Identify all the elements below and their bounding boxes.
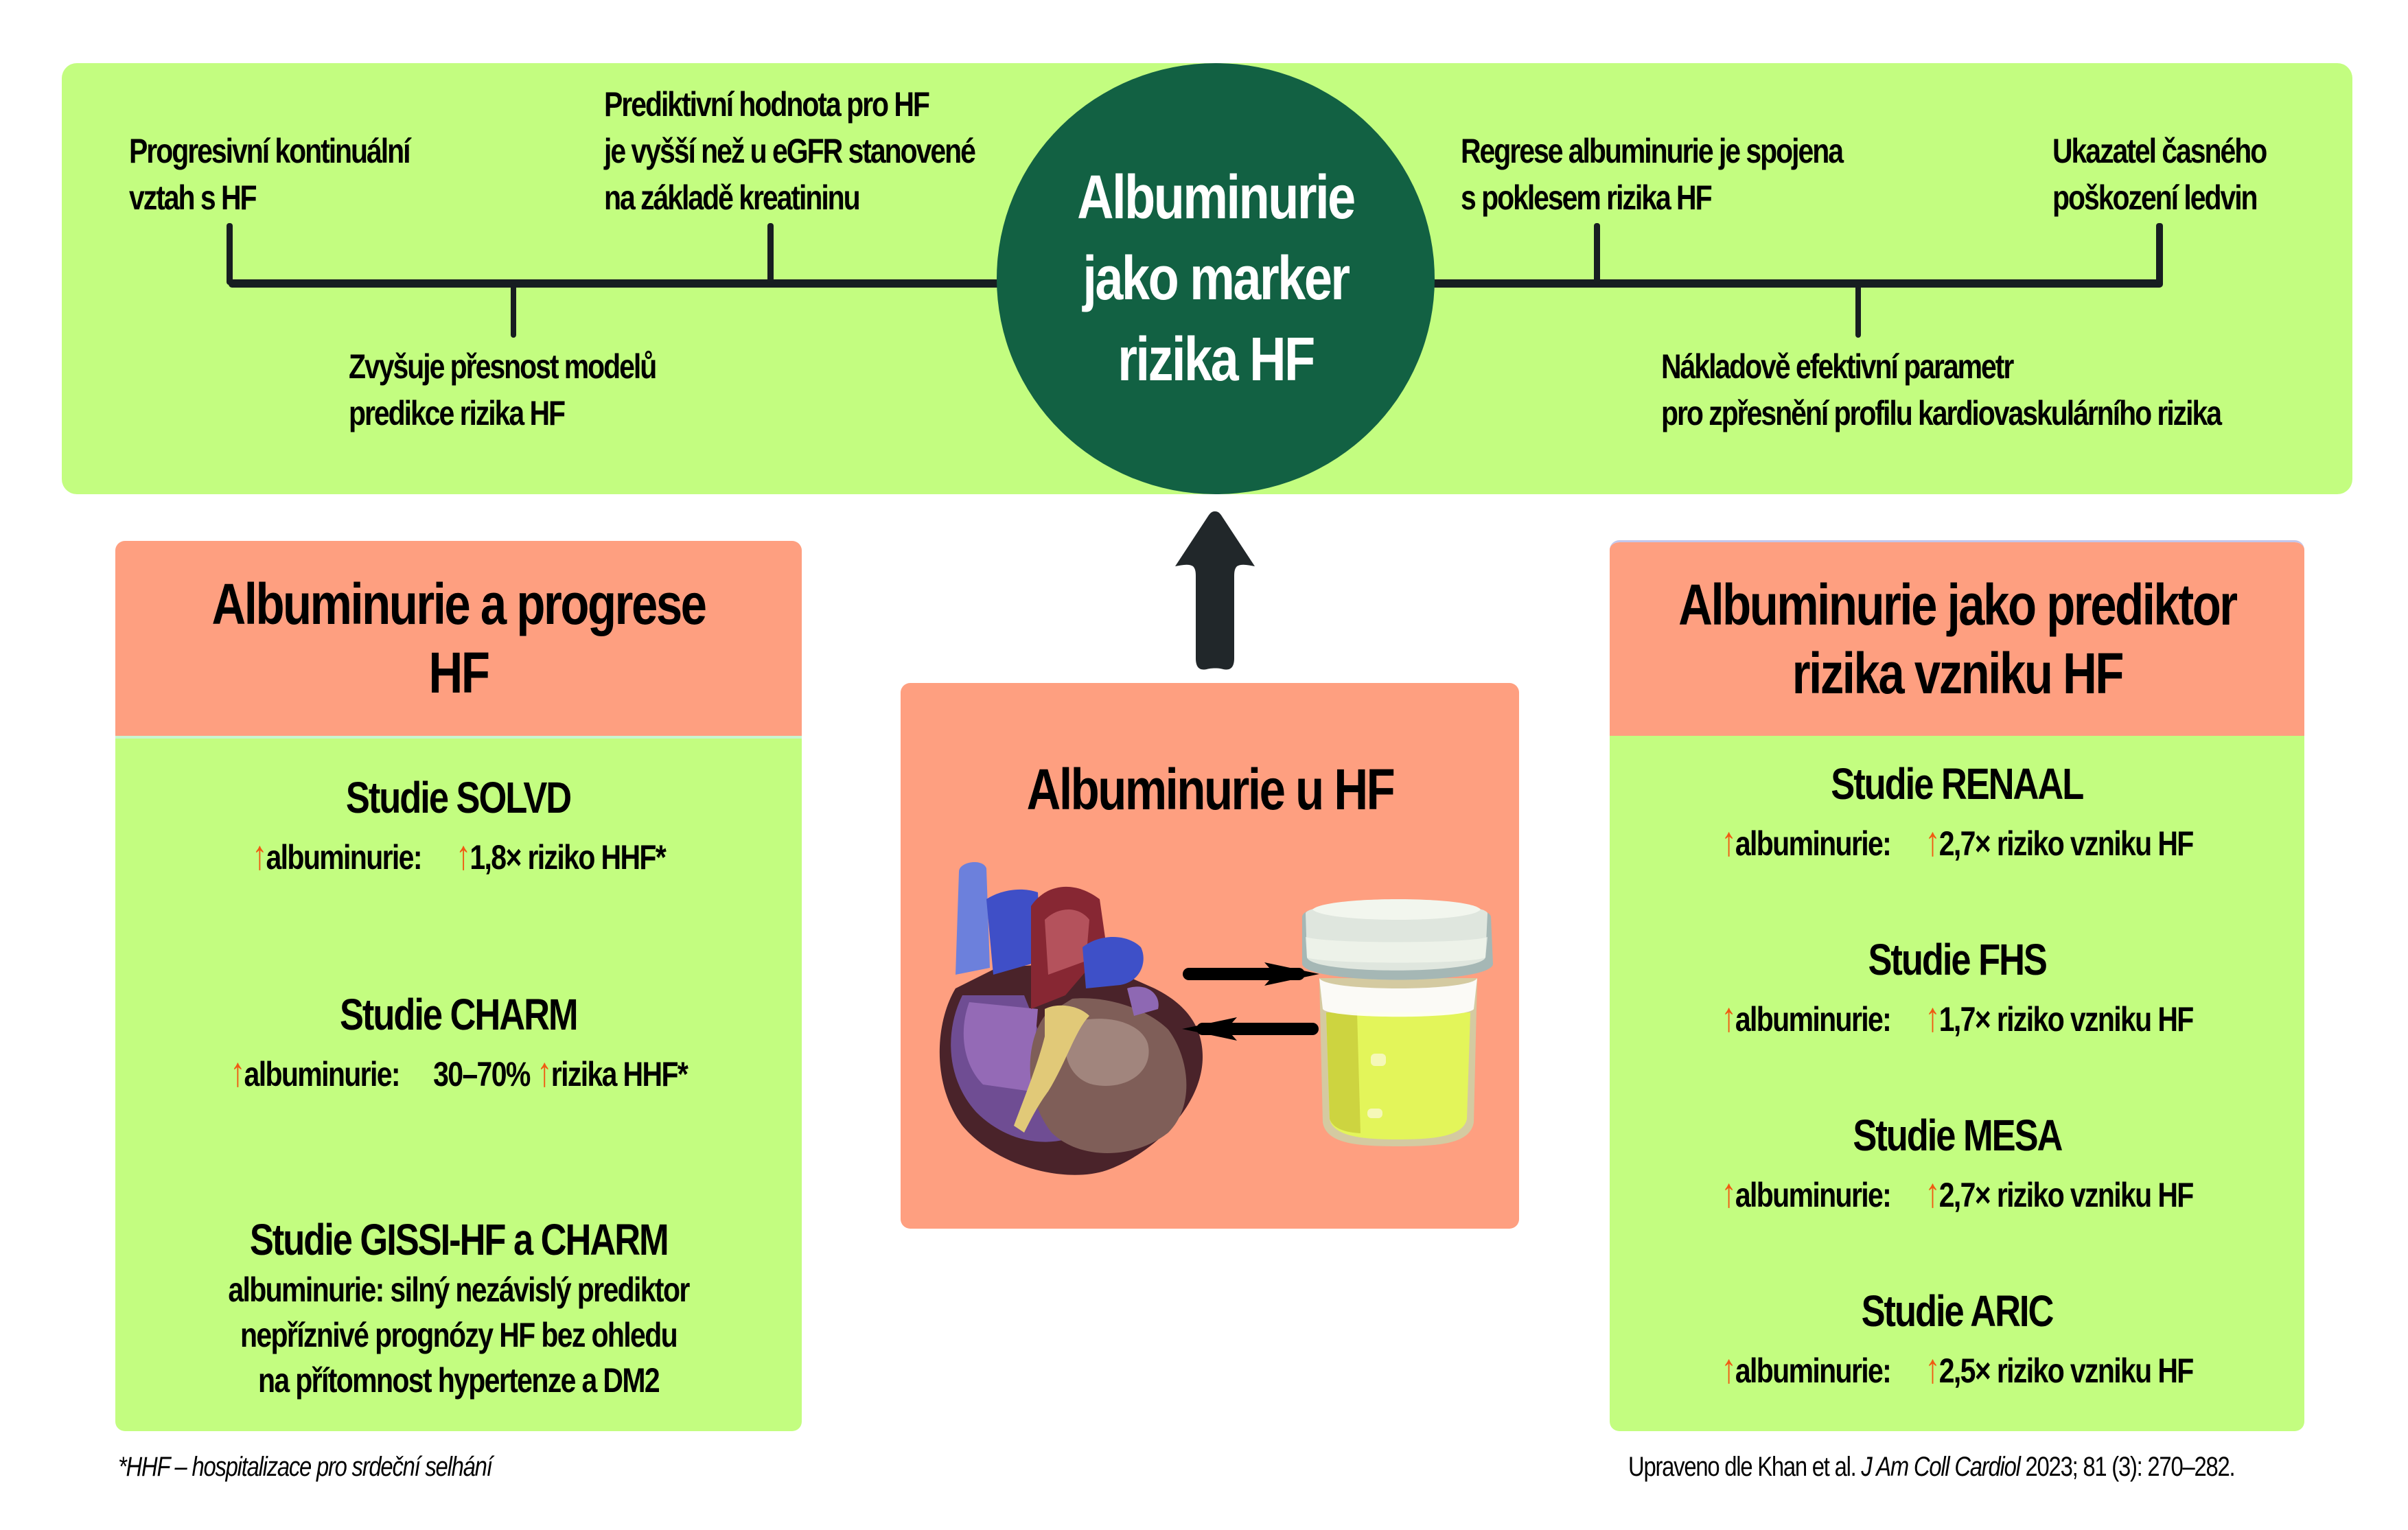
- left-box-body: Studie SOLVD ↑albuminurie:↑1,8× riziko H…: [115, 739, 802, 1431]
- center-box-title: Albuminurie u HF: [1026, 757, 1395, 822]
- bracket-left-tick-2: [767, 223, 774, 285]
- study-rhs: 2,7× riziko vzniku HF: [1939, 824, 2195, 863]
- up-arrow-icon: ↑: [1925, 994, 1941, 1040]
- study-lhs: albuminurie:: [1735, 1000, 1892, 1039]
- citation-authors: Upraveno dle Khan et al.: [1628, 1452, 1857, 1482]
- right-box-title: Albuminurie jako prediktor rizika vzniku…: [1678, 572, 2238, 706]
- study-name: Studie RENAAL: [1831, 759, 2085, 809]
- banner-item-model-accuracy: Zvyšuje přesnost modelů predikce rizika …: [349, 347, 657, 432]
- bracket-right-horizontal: [1431, 279, 2163, 288]
- up-arrow-icon: ↑: [1722, 1170, 1737, 1216]
- right-box-body: Studie RENAAL ↑albuminurie:↑2,7× riziko …: [1610, 736, 2304, 1431]
- study-rhs: 2,7× riziko vzniku HF: [1939, 1176, 2195, 1214]
- study-lhs: albuminurie:: [1735, 1176, 1892, 1214]
- urine-sample-jar-icon: [1302, 899, 1493, 1146]
- bracket-left-horizontal: [229, 279, 1001, 288]
- study-rhs: 1,8× riziko HHF*: [470, 838, 667, 877]
- heart-icon: [939, 861, 1203, 1175]
- study-lhs: albuminurie:: [244, 1055, 401, 1093]
- right-box-predictor: Albuminurie jako prediktor rizika vzniku…: [1610, 540, 2304, 1431]
- hub-title: Albuminurie jako marker rizika HF: [1077, 163, 1356, 394]
- study-lhs: albuminurie:: [1735, 824, 1892, 863]
- study-renaal: Studie RENAAL ↑albuminurie:↑2,7× riziko …: [1610, 756, 2304, 866]
- central-hub-circle: Albuminurie jako marker rizika HF: [997, 63, 1435, 494]
- bracket-right-tick-down: [1855, 283, 1861, 338]
- footnote: *HHF – hospitalizace pro srdeční selhání: [118, 1452, 493, 1482]
- study-name: Studie SOLVD: [346, 773, 572, 822]
- left-box-header: Albuminurie a progrese HF: [115, 541, 802, 736]
- study-name: Studie MESA: [1852, 1111, 2063, 1160]
- study-mesa: Studie MESA ↑albuminurie:↑2,7× riziko vz…: [1610, 1108, 2304, 1217]
- bracket-right-tick-1: [1594, 223, 1600, 285]
- study-name: Studie CHARM: [340, 990, 579, 1039]
- up-arrow-icon: ↑: [252, 832, 268, 878]
- bracket-left-tick-down: [511, 283, 516, 338]
- up-arrow-icon: ↑: [1722, 818, 1737, 864]
- study-gissi-charm: Studie GISSI-HF a CHARM albuminurie: sil…: [115, 1212, 802, 1403]
- study-lhs: albuminurie:: [1735, 1352, 1892, 1390]
- bracket-left-tick-1: [227, 223, 233, 285]
- study-lhs: albuminurie:: [266, 838, 423, 877]
- study-charm: Studie CHARM ↑albuminurie:30–70% ↑rizika…: [115, 987, 802, 1096]
- up-arrow-icon: ↑: [456, 832, 472, 878]
- bracket-right-tick-2: [2156, 223, 2163, 285]
- study-name: Studie ARIC: [1861, 1286, 2054, 1336]
- study-solvd: Studie SOLVD ↑albuminurie:↑1,8× riziko H…: [115, 770, 802, 879]
- up-arrow-icon: ↑: [537, 1049, 553, 1095]
- left-box-title: Albuminurie a progrese HF: [211, 572, 706, 705]
- study-aric: Studie ARIC ↑albuminurie:↑2,5× riziko vz…: [1610, 1284, 2304, 1393]
- left-box-progression: Albuminurie a progrese HF Studie SOLVD ↑…: [115, 541, 802, 1431]
- up-arrow-icon: ↑: [230, 1049, 246, 1095]
- up-arrow-icon: ↑: [1925, 1345, 1941, 1391]
- citation-journal: J Am Coll Cardiol: [1861, 1452, 2020, 1482]
- banner-item-cost-effective: Nákladově efektivní parametr pro zpřesně…: [1661, 347, 2222, 432]
- up-arrow-icon: ↑: [1925, 818, 1941, 864]
- study-name: Studie FHS: [1868, 935, 2047, 984]
- up-arrow-icon: ↑: [1722, 1345, 1737, 1391]
- up-arrow-icon: ↑: [1925, 1170, 1941, 1216]
- study-name: Studie GISSI-HF a CHARM: [249, 1215, 669, 1264]
- study-rhs: rizika HHF*: [551, 1055, 688, 1093]
- bidirectional-arrows-icon: [1182, 962, 1319, 1041]
- banner-item-predictive-value: Prediktivní hodnota pro HF je vyšší než …: [604, 85, 976, 217]
- banner-item-regression: Regrese albuminurie je spojena s poklese…: [1461, 132, 1844, 217]
- study-rhs-prefix: 30–70%: [433, 1055, 531, 1093]
- study-fhs: Studie FHS ↑albuminurie:↑1,7× riziko vzn…: [1610, 932, 2304, 1041]
- citation-details: 2023; 81 (3): 270–282.: [2025, 1452, 2236, 1482]
- up-arrow-icon: ↑: [1722, 994, 1737, 1040]
- study-rhs: 2,5× riziko vzniku HF: [1939, 1352, 2195, 1390]
- banner-item-early-kidney-damage: Ukazatel časného poškození ledvin: [2052, 132, 2267, 217]
- study-rhs: 1,7× riziko vzniku HF: [1939, 1000, 2195, 1039]
- right-box-header: Albuminurie jako prediktor rizika vzniku…: [1610, 542, 2304, 736]
- center-box-albuminuria-in-hf: Albuminurie u HF: [901, 683, 1519, 1229]
- study-description: albuminurie: silný nezávislý prediktor n…: [228, 1271, 690, 1400]
- banner-item-progressive-relationship: Progresivní kontinuální vztah s HF: [129, 132, 411, 217]
- source-citation: Upraveno dle Khan et al. J Am Coll Cardi…: [1628, 1450, 2236, 1484]
- up-arrow-icon: [1175, 511, 1255, 670]
